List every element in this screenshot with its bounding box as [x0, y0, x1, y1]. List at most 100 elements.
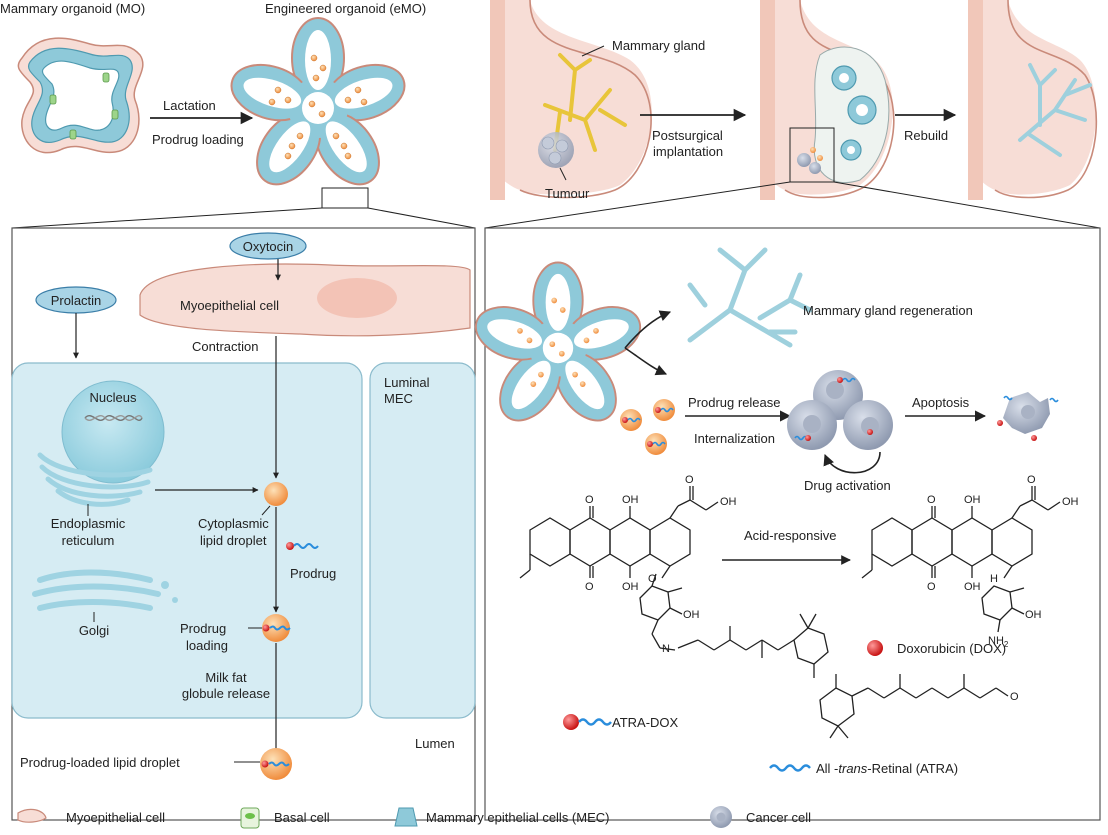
release-label: Prodrug release: [688, 395, 781, 410]
internalization-label: Internalization: [694, 431, 775, 446]
chem-oh: OH: [622, 494, 639, 506]
cellular-mechanism-panel: Myoepithelial cell Luminal MEC Oxytocin …: [11, 227, 476, 821]
oxytocin-label: Oxytocin: [243, 239, 294, 254]
atra-dox-structure: O O OH OH O OH O OH N: [519, 474, 829, 678]
chem-h: H: [990, 573, 998, 585]
breast-regenerated: [968, 0, 1098, 200]
chem-o: O: [1027, 474, 1036, 486]
zoom-line: [484, 181, 791, 229]
emo-zoom-box: [321, 187, 369, 209]
therapy-mechanism-panel: Mammary gland regeneration Prodrug relea…: [474, 227, 1101, 821]
luminal-cell-adjacent: [369, 362, 476, 719]
luminal-label-1: Luminal: [384, 375, 430, 390]
legend-item-mec: Mammary epithelial cells (MEC): [394, 807, 609, 827]
loaded-droplet-label: Prodrug-loaded lipid droplet: [20, 755, 180, 770]
postsurgical-label: Postsurgical: [652, 128, 723, 143]
breast-with-tumour: [490, 0, 652, 200]
zoom-line: [833, 181, 1101, 229]
chem-o: O: [648, 573, 657, 585]
chem-oh: OH: [1062, 496, 1079, 508]
prodrug-loaded-droplet-released: [260, 748, 292, 780]
legend-label: Basal cell: [274, 810, 330, 825]
breast-implantation-section: Mammary gland Tumour Postsurgical implan…: [484, 0, 1101, 229]
nucleus-label: Nucleus: [90, 390, 137, 405]
activation-label: Drug activation: [804, 478, 891, 493]
released-droplets: [620, 399, 675, 455]
legend: Myoepithelial cell Basal cell Mammary ep…: [17, 806, 811, 829]
atra-dox-chain: [578, 718, 612, 726]
chem-o: O: [685, 474, 694, 486]
atra-symbol: [769, 764, 811, 772]
tumour-zoom-box: [789, 127, 835, 183]
zoom-line: [367, 207, 476, 229]
chem-oh: OH: [1025, 609, 1042, 621]
legend-item-myoepithelial: Myoepithelial cell: [17, 808, 165, 825]
lumen-label: Lumen: [415, 736, 455, 751]
chem-n: N: [662, 643, 670, 655]
luminal-label-2: MEC: [384, 391, 413, 406]
chem-oh: OH: [964, 494, 981, 506]
apoptosis-label: Apoptosis: [912, 395, 970, 410]
chem-o: O: [1010, 691, 1019, 703]
lactation-label: Lactation: [163, 98, 216, 113]
regeneration-label: Mammary gland regeneration: [803, 303, 973, 318]
chem-o: O: [927, 581, 936, 593]
legend-item-cancer: Cancer cell: [710, 806, 811, 828]
emo-title: Engineered organoid (eMO): [265, 1, 426, 16]
cancer-cell-cluster: [787, 370, 893, 450]
atra-dox-label: ATRA-DOX: [612, 715, 679, 730]
golgi-illustration: [32, 569, 161, 611]
acid-label: Acid-responsive: [744, 528, 837, 543]
tumour-label: Tumour: [545, 186, 590, 201]
legend-label: Mammary epithelial cells (MEC): [426, 810, 609, 825]
chem-oh: OH: [683, 609, 700, 621]
mammary-gland-label: Mammary gland: [612, 38, 705, 53]
cytoplasmic-label-2: lipid droplet: [200, 533, 267, 548]
oxytocin-bubble: [229, 232, 307, 260]
breast-with-implant: [760, 0, 895, 200]
implantation-label: implantation: [653, 144, 723, 159]
contraction-label: Contraction: [192, 339, 258, 354]
cytoplasmic-label-1: Cytoplasmic: [198, 516, 269, 531]
chem-nh2: NH2: [988, 635, 1009, 649]
mo-title: Mammary organoid (MO): [0, 1, 145, 16]
milk-fat-label-1: Milk fat: [205, 670, 247, 685]
rebuild-label: Rebuild: [904, 128, 948, 143]
prodrug-loading-label-2: loading: [186, 638, 228, 653]
milk-fat-label-2: globule release: [182, 686, 270, 701]
endoplasmic-reticulum-illustration: [37, 452, 153, 507]
prodrug-loading-label: Prodrug loading: [152, 132, 244, 147]
prodrug-loading-label-1: Prodrug: [180, 621, 226, 636]
chem-o: O: [585, 581, 594, 593]
engineered-organoid-illustration: [230, 17, 406, 209]
cytoplasmic-droplet: [264, 482, 288, 506]
myoepithelial-nucleus: [317, 278, 397, 318]
chem-oh: OH: [964, 581, 981, 593]
nucleus-illustration: [61, 380, 165, 484]
mammary-organoid-illustration: [17, 37, 144, 154]
prodrug-label: Prodrug: [290, 566, 336, 581]
dox-label: Doxorubicin (DOX): [897, 641, 1006, 656]
chem-o: O: [927, 494, 936, 506]
chem-oh: OH: [720, 496, 737, 508]
myoepithelial-label: Myoepithelial cell: [180, 298, 279, 313]
legend-label: Cancer cell: [746, 810, 811, 825]
er-label-2: reticulum: [62, 533, 115, 548]
chem-oh: OH: [622, 581, 639, 593]
engineered-organoid-small: [474, 261, 642, 422]
legend-item-basal: Basal cell: [240, 807, 330, 829]
atra-dox-symbol: [563, 714, 579, 730]
legend-label: Myoepithelial cell: [66, 810, 165, 825]
mammary-organoid-section: Mammary organoid (MO) Engineered organoi…: [0, 1, 476, 229]
apoptotic-cell: [997, 392, 1059, 441]
er-label-1: Endoplasmic: [51, 516, 126, 531]
atra-label: All -trans-Retinal (ATRA): [816, 761, 958, 776]
dox-symbol: [867, 640, 883, 656]
prolactin-label: Prolactin: [51, 293, 102, 308]
atra-structure: [819, 674, 1009, 739]
golgi-label: Golgi: [79, 623, 109, 638]
doxorubicin-structure: O O OH OH O OH H OH NH2: [861, 474, 1079, 649]
regenerated-gland-illustration: [687, 247, 813, 348]
chem-o: O: [585, 494, 594, 506]
